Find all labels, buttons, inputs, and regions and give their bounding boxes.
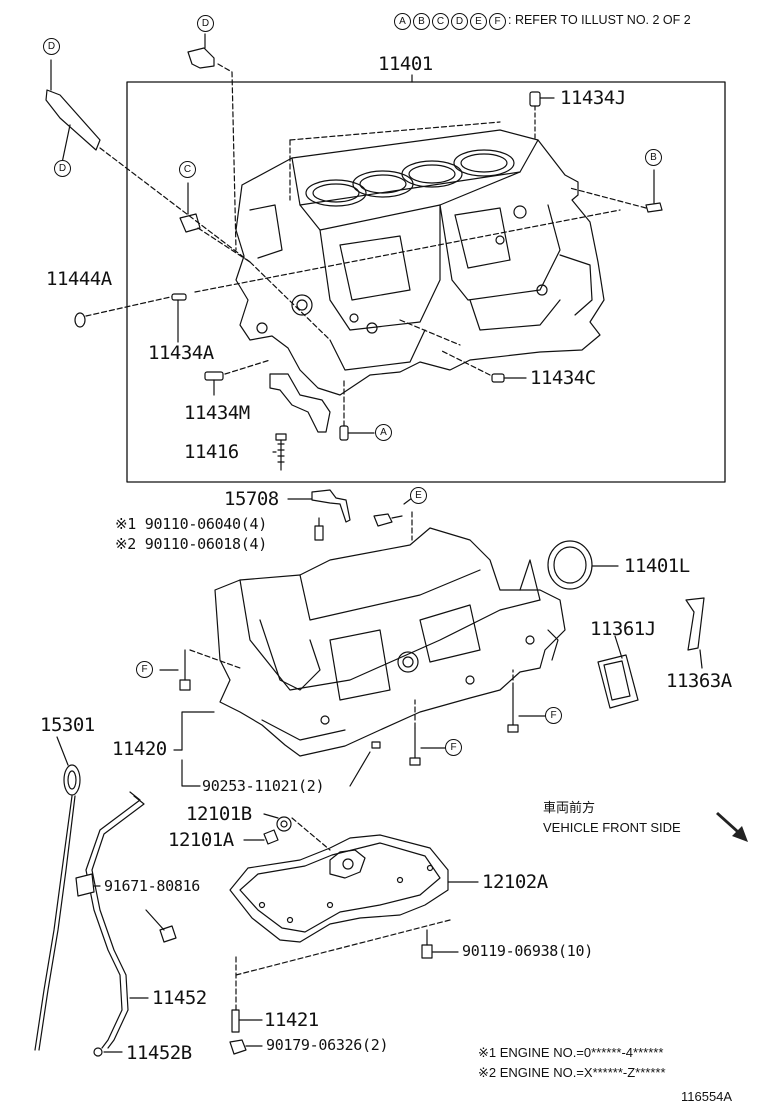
label-91671-80816: 91671-80816 [104, 877, 201, 895]
label-90179-06326: 90179-06326(2) [266, 1036, 389, 1054]
oil-pan-drawing [229, 834, 449, 943]
callout-F: F [545, 707, 562, 724]
callout-E: E [470, 13, 487, 30]
label-11434C: 11434C [530, 367, 596, 389]
callout-C: C [179, 161, 196, 178]
label-11452B: 11452B [126, 1042, 192, 1064]
callout-F: F [489, 13, 506, 30]
label-12101A: 12101A [168, 829, 234, 851]
label-90119-06938: 90119-06938(10) [462, 942, 593, 960]
callout-A: A [394, 13, 411, 30]
label-15301: 15301 [40, 714, 95, 736]
callout-A: A [375, 424, 392, 441]
callout-E: E [410, 487, 427, 504]
label-90253-11021: 90253-11021(2) [202, 777, 325, 795]
dipstick-drawing [34, 736, 81, 1051]
label-11401L: 11401L [624, 555, 690, 577]
label-11416: 11416 [184, 441, 239, 463]
label-11363A: 11363A [666, 670, 732, 692]
callout-F: F [136, 661, 153, 678]
dipstick-guide-drawing [75, 791, 177, 1057]
label-11421: 11421 [264, 1009, 319, 1031]
callout-B: B [413, 13, 430, 30]
label-11401: 11401 [378, 53, 433, 75]
label-11434A: 11434A [148, 342, 214, 364]
label-12102A: 12102A [482, 871, 548, 893]
label-11361J: 11361J [590, 618, 656, 640]
front-arrow [716, 812, 748, 842]
label-11434M: 11434M [184, 402, 250, 424]
vehicle-front-jp: 車両前方 [543, 800, 596, 815]
callout-B: B [645, 149, 662, 166]
vehicle-front-en: VEHICLE FRONT SIDE [543, 820, 681, 835]
label-11434J: 11434J [560, 87, 626, 109]
label-90110-06040: ※1 90110-06040(4) [115, 515, 267, 533]
group-frame [126, 81, 726, 483]
figure-id: 116554A [681, 1089, 733, 1104]
callout-D: D [451, 13, 468, 30]
label-11420: 11420 [112, 738, 167, 760]
cylinder-block-drawing [235, 129, 605, 396]
engine-note-1: ※1 ENGINE NO.=0******-4****** [478, 1045, 664, 1060]
label-90110-06018: ※2 90110-06018(4) [115, 535, 267, 553]
callout-D: D [54, 160, 71, 177]
label-11452: 11452 [152, 987, 207, 1009]
label-15708: 15708 [224, 488, 279, 510]
callout-D: D [197, 15, 214, 32]
callout-C: C [432, 13, 449, 30]
label-11444A: 11444A [46, 268, 112, 290]
callout-D: D [43, 38, 60, 55]
engine-note-2: ※2 ENGINE NO.=X******-Z****** [478, 1065, 666, 1080]
label-12101B: 12101B [186, 803, 252, 825]
lower-crankcase-drawing [214, 527, 566, 757]
callout-F: F [445, 739, 462, 756]
refer-text: : REFER TO ILLUST NO. 2 OF 2 [508, 13, 691, 27]
